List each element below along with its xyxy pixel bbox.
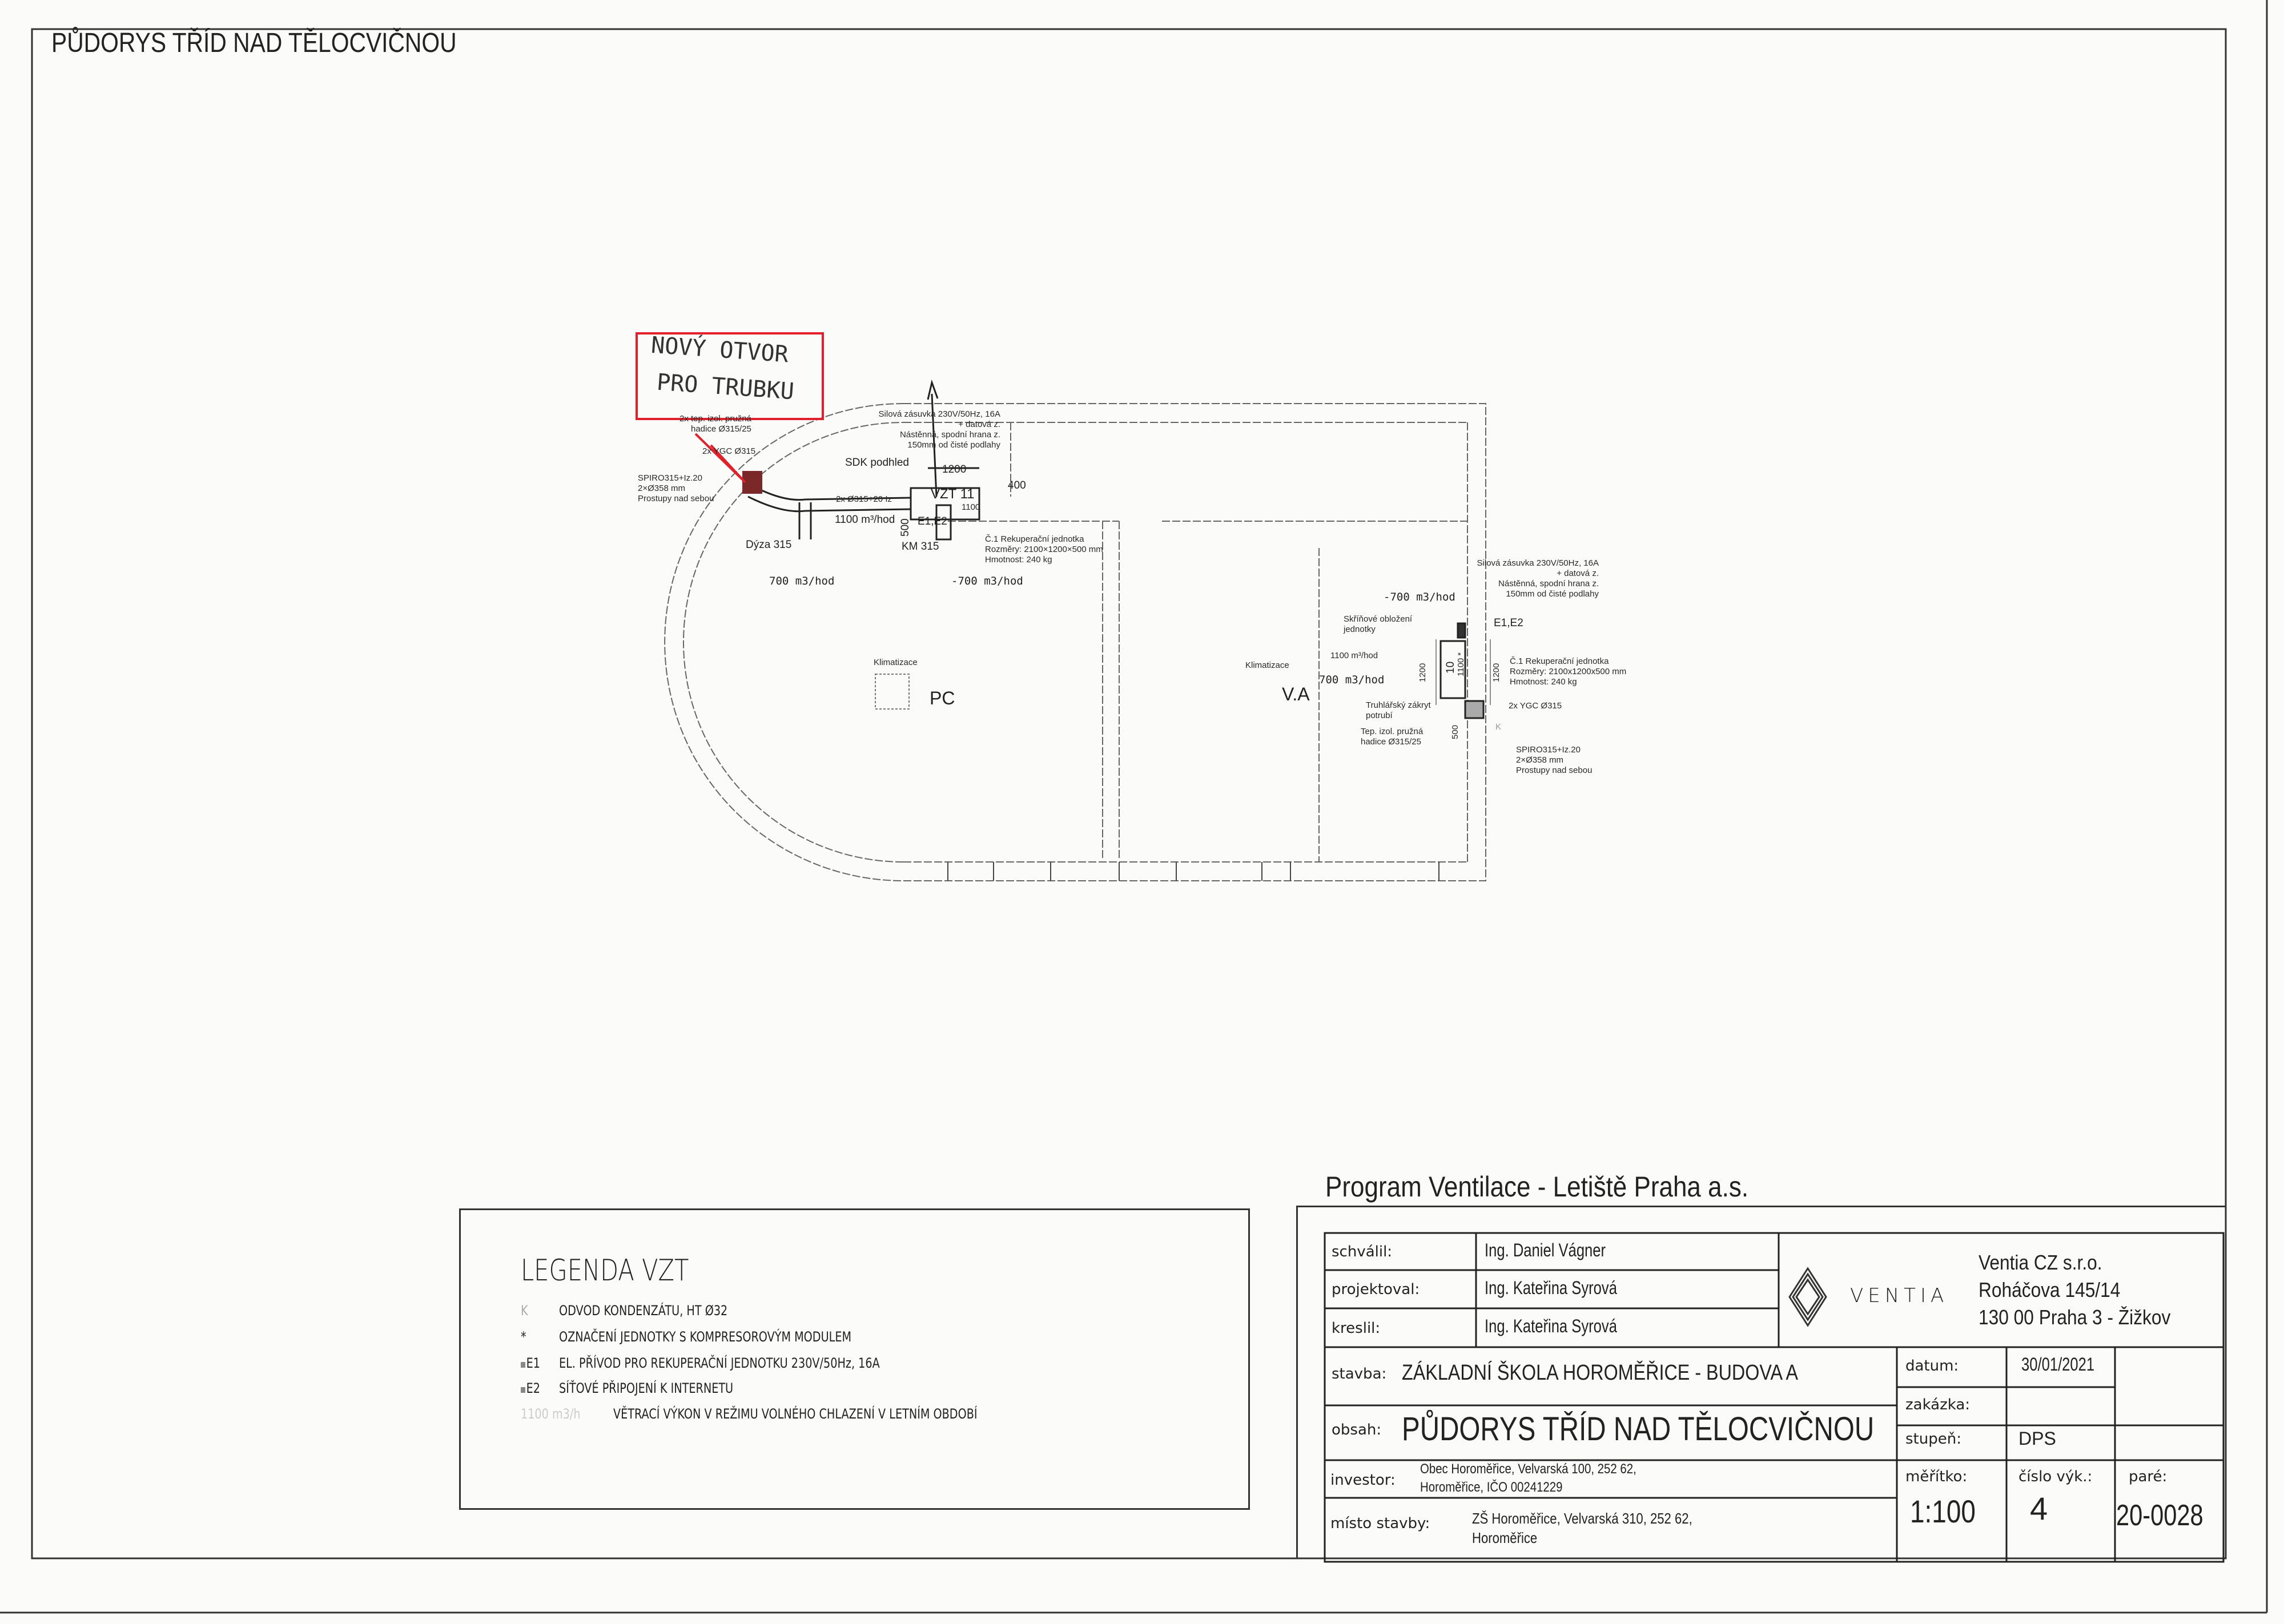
annotation-arrow (931, 393, 938, 497)
pare-label: paré: (2129, 1468, 2168, 1485)
datum-value: 30/01/2021 (2021, 1354, 2095, 1375)
cislo-label: číslo výk.: (2018, 1468, 2093, 1485)
left-duct-label: 2x Ø315+20 Iz (836, 494, 892, 504)
zakazka-label: zakázka: (1905, 1396, 1971, 1413)
left-flow-label: 1100 m³/hod (835, 514, 895, 526)
network-symbol-icon (521, 1387, 525, 1393)
stupen-value: DPS (2018, 1428, 2056, 1449)
pare-value: 20-0028 (2116, 1499, 2203, 1532)
right-vzt-unit (1435, 622, 1491, 719)
stavba-value: ZÁKLADNÍ ŠKOLA HOROMĚŘICE - BUDOVA A (1402, 1361, 1799, 1385)
left-elec-label: E1,E2 (918, 515, 947, 527)
title-block-left-line (1296, 1206, 1298, 1558)
legend-sym-flow: 1100 m3/h (521, 1406, 581, 1422)
kreslil-label: kreslil: (1332, 1320, 1381, 1337)
left-dim-400: 400 (1008, 479, 1026, 491)
right-flow-label: 1100 m³/hod (1330, 651, 1378, 660)
room-va-ac-label: Klimatizace (1245, 660, 1289, 670)
legend-title: LEGENDA VZT (521, 1254, 689, 1288)
right-socket-label: Silová zásuvka 230V/50Hz, 16A+ datová z.… (1477, 558, 1599, 599)
legend-item-e2: SÍŤOVÉ PŘIPOJENÍ K INTERNETU (559, 1380, 734, 1396)
legend-item-e1: EL. PŘÍVOD PRO REKUPERAČNÍ JEDNOTKU 230V… (559, 1355, 880, 1371)
room-pc-name: PC (930, 688, 955, 708)
left-ygc-label: 2x YGC Ø315 (702, 446, 756, 456)
legend-item-flow: VĚTRACÍ VÝKON V REŽIMU VOLNÉHO CHLAZENÍ … (613, 1406, 978, 1422)
right-exhaust-flow: -700 m3/hod (1384, 591, 1455, 603)
program-title: Program Ventilace - Letiště Praha a.s. (1325, 1171, 1749, 1203)
condensate-k-label: K (1495, 722, 1502, 732)
left-unit-flow: 1100 (962, 502, 980, 512)
investor-value: Obec Horoměřice, Velvarská 100, 252 62,H… (1420, 1461, 1636, 1495)
km-label: KM 315 (902, 541, 939, 553)
red-annotation-arrows (694, 433, 746, 483)
inner-frame (31, 28, 2227, 1559)
wall-penetration (742, 471, 762, 494)
right-supply-flow: 700 m3/hod (1319, 674, 1385, 686)
building-outline (664, 403, 1486, 881)
sheet-title: PŮDORYS TŘÍD NAD TĚLOCVIČNOU (51, 28, 457, 58)
ac-box-pc (875, 674, 910, 710)
left-unit-label: VZT 11 (931, 486, 975, 502)
socket-symbol-icon (521, 1362, 525, 1368)
cislo-value: 4 (2030, 1490, 2048, 1526)
nozzle-label: Dýza 315 (746, 539, 792, 551)
legend-sym-asterisk: * (521, 1329, 526, 1345)
right-elec-label: E1,E2 (1494, 617, 1523, 629)
misto-label: místo stavby: (1330, 1515, 1430, 1532)
misto-value: ZŠ Horoměřice, Velvarská 310, 252 62,Hor… (1472, 1510, 1692, 1546)
obsah-value: PŮDORYS TŘÍD NAD TĚLOCVIČNOU (1402, 1411, 1875, 1448)
stupen-label: stupeň: (1905, 1430, 1961, 1448)
red-annotation-box (636, 332, 824, 420)
sdk-label: SDK podhled (845, 457, 909, 469)
projektoval-value: Ing. Kateřina Syrová (1485, 1278, 1617, 1298)
left-vzt-unit (747, 379, 980, 541)
stavba-label: stavba: (1332, 1365, 1387, 1383)
program-underline (1296, 1206, 2226, 1207)
investor-label: investor: (1330, 1472, 1396, 1489)
right-ygc-label: 2x YGC Ø315 (1509, 701, 1562, 711)
ventia-logo-icon (1788, 1267, 1827, 1327)
left-exhaust-flow: -700 m3/hod (951, 575, 1023, 587)
room-pc-ac-label: Klimatizace (874, 658, 918, 667)
left-supply-flow: 700 m3/hod (769, 575, 835, 587)
left-dim-1200: 1200 (942, 464, 967, 475)
legend-sym-k: K (521, 1303, 528, 1319)
schvalil-value: Ing. Daniel Vágner (1485, 1240, 1606, 1260)
legend-sym-e2: E2 (521, 1380, 540, 1396)
schvalil-label: schválil: (1332, 1243, 1393, 1260)
room-va-name: V.A (1282, 684, 1310, 704)
meritko-label: měřítko: (1905, 1468, 1968, 1485)
legend-item-k: ODVOD KONDENZÁTU, HT Ø32 (559, 1303, 728, 1319)
meritko-value: 1:100 (1910, 1493, 1976, 1529)
datum-label: datum: (1905, 1357, 1959, 1375)
bottom-wall-ticks (947, 862, 1439, 881)
left-socket-label: Silová zásuvka 230V/50Hz, 16A+ datová z.… (878, 409, 1000, 450)
legend-item-asterisk: OZNAČENÍ JEDNOTKY S KOMPRESOROVÝM MODULE… (559, 1329, 852, 1345)
legend-box (459, 1208, 1250, 1510)
kreslil-value: Ing. Kateřina Syrová (1485, 1316, 1617, 1336)
projektoval-label: projektoval: (1332, 1281, 1420, 1298)
obsah-label: obsah: (1332, 1421, 1382, 1438)
ventia-logo-text: VENTIA (1850, 1284, 1949, 1307)
legend-sym-e1: E1 (521, 1355, 540, 1371)
